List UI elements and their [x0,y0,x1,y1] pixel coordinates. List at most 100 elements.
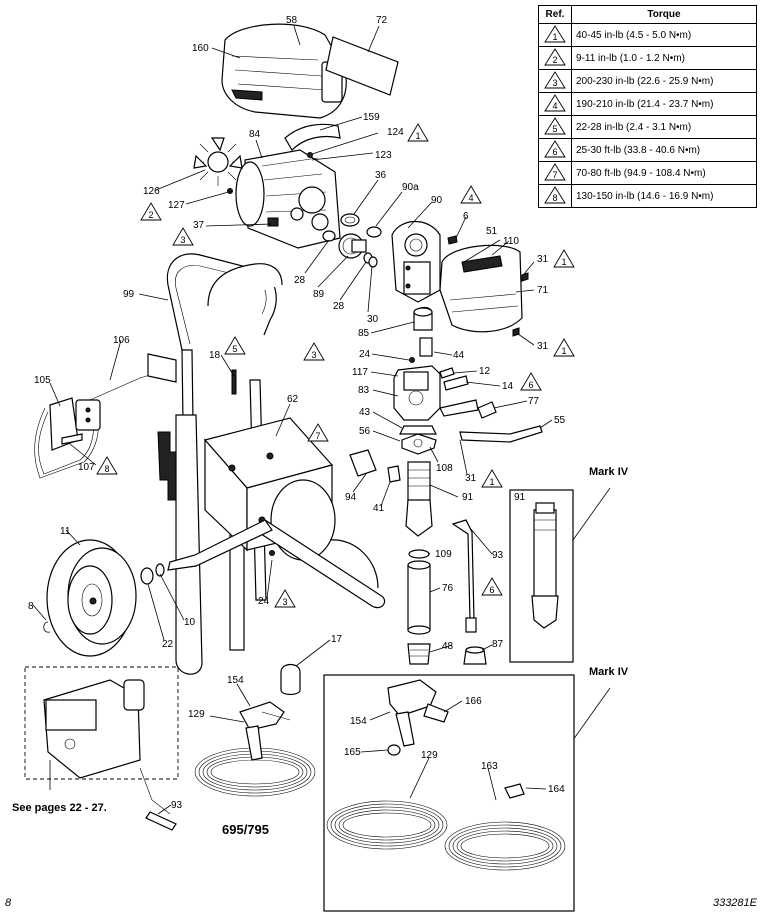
svg-text:2: 2 [148,210,153,220]
part-label: 56 [359,426,371,437]
part-label: 37 [193,220,205,231]
torque-row: 7 70-80 ft-lb (94.9 - 108.4 N•m) [538,161,757,185]
part-label: 93 [171,800,183,811]
bracket [284,123,341,151]
see-pages-caption: See pages 22 - 27. [12,802,107,814]
part-label: 108 [436,463,453,474]
svg-text:3: 3 [311,350,316,360]
page-number: 8 [5,897,12,909]
front-wheel [46,539,137,657]
part-label: 83 [358,385,370,396]
torque-ref-cell: 3 [538,69,572,93]
part-label: 18 [209,350,221,361]
part-label: 89 [313,289,325,300]
model-caption: 695/795 [222,822,269,837]
torque-ref-cell: 7 [538,161,572,185]
part-label: 87 [492,639,504,650]
torque-value: 22-28 in-lb (2.4 - 3.1 N•m) [571,115,757,139]
svg-text:8: 8 [552,193,557,203]
part-label: 166 [465,696,482,707]
gun-hose-695 [194,701,316,797]
part-label: 14 [502,381,514,392]
cooling-fan [193,137,243,186]
part-label: 55 [554,415,566,426]
part-label: 163 [481,761,498,772]
part-label: 48 [442,641,454,652]
part-label: 94 [345,492,357,503]
svg-text:1: 1 [489,477,494,487]
ref-triangle-icon: 4 [544,93,566,111]
part-label: 129 [188,709,205,720]
part-label: 106 [113,335,130,346]
part-label: 164 [548,784,565,795]
torque-ref-triangle: 6 [520,372,542,391]
torque-value: 130-150 in-lb (14.6 - 16.9 N•m) [571,184,757,208]
part-label: 165 [344,747,361,758]
part-labels: 58 72 160 159 124 123 84 126 127 36 90a … [28,15,566,811]
torque-ref-triangle: 6 [481,577,503,596]
svg-text:3: 3 [552,78,557,88]
svg-text:5: 5 [232,344,237,354]
part-label: 160 [192,43,209,54]
part-label: 6 [463,211,469,222]
torque-value: 9-11 in-lb (1.0 - 1.2 N•m) [571,46,757,70]
motor-shroud [221,23,347,119]
part-label: 36 [375,170,387,181]
svg-text:6: 6 [552,147,557,157]
torque-ref-cell: 5 [538,115,572,139]
header-torque: Torque [571,5,757,24]
torque-ref-cell: 8 [538,184,572,208]
part-label: 123 [375,150,392,161]
torque-value: 40-45 in-lb (4.5 - 5.0 N•m) [571,23,757,47]
svg-text:7: 7 [552,170,557,180]
part-label: 58 [286,15,298,26]
torque-ref-cell: 6 [538,138,572,162]
svg-text:2: 2 [552,55,557,65]
svg-text:4: 4 [552,101,557,111]
part-label: 17 [331,634,343,645]
torque-ref-triangle: 3 [172,227,194,246]
part-label: 44 [453,350,465,361]
part-label: 84 [249,129,261,140]
svg-text:3: 3 [282,597,287,607]
torque-ref-triangle: 1 [553,249,575,268]
inset-see-pages [24,666,179,831]
mark-iv-upper-label: Mark IV [589,466,629,478]
part-label: 129 [421,750,438,761]
part-label: 28 [294,275,306,286]
torque-value: 70-80 ft-lb (94.9 - 108.4 N•m) [571,161,757,185]
torque-row: 6 25-30 ft-lb (33.8 - 40.6 N•m) [538,138,757,162]
svg-text:1: 1 [561,346,566,356]
part-label: 43 [359,407,371,418]
torque-ref-triangle: 2 [140,202,162,221]
part-label: 99 [123,289,135,300]
mark-iv-gun-box [323,674,575,912]
torque-ref-triangle: 8 [96,456,118,475]
torque-ref-triangle: 3 [274,589,296,608]
drive-housing [391,220,441,303]
part-label: 126 [143,186,160,197]
ref-triangle-icon: 8 [544,185,566,203]
torque-row: 2 9-11 in-lb (1.0 - 1.2 N•m) [538,46,757,70]
leader-lines [32,25,553,815]
frame-bar [254,519,386,609]
torque-ref-triangle: 7 [307,423,329,442]
part-label: 62 [287,394,299,405]
part-label: 124 [387,127,404,138]
front-cover [439,244,523,333]
torque-value: 25-30 ft-lb (33.8 - 40.6 N•m) [571,138,757,162]
header-ref: Ref. [538,5,572,24]
torque-triangles: 1 2 3 4 1 1 3 5 6 7 1 8 6 3 [96,123,575,608]
part-label: 28 [333,301,345,312]
ref-triangle-icon: 6 [544,139,566,157]
ref-triangle-icon: 2 [544,47,566,65]
svg-text:6: 6 [528,380,533,390]
part-label: 105 [34,375,51,386]
part-label: 85 [358,328,370,339]
torque-ref-cell: 1 [538,23,572,47]
